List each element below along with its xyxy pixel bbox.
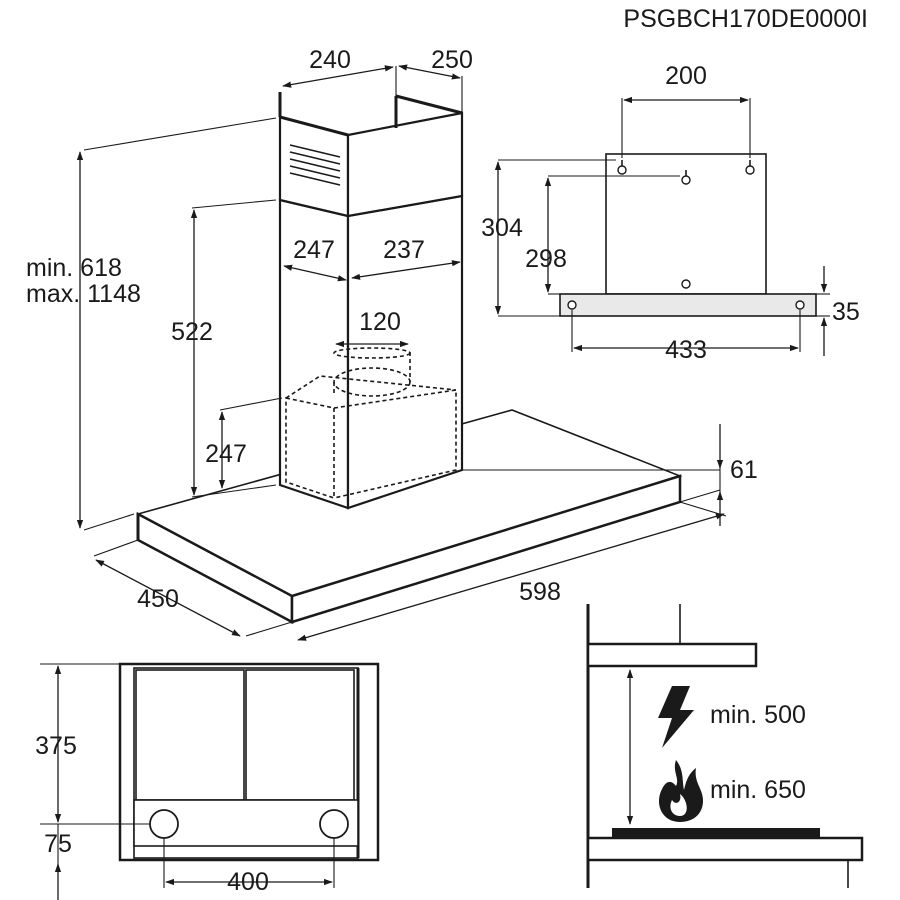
bracket-inner-height-label: 298 [525,245,567,273]
lower-hole-spacing-label: 433 [665,336,707,364]
bracket-view: 200 304 298 433 35 [481,62,860,364]
filter-right [245,669,355,801]
bottom-view: 375 75 400 [35,662,380,900]
main-hood-view: 240 250 247 237 120 247 min. 618 max. 11… [26,46,758,641]
hood-depth-label: 450 [137,585,179,613]
model-code: PSGBCH170DE0000I [623,5,868,33]
lightning-icon [658,686,694,748]
flame-icon [658,760,704,822]
hood-depth-dim [95,559,241,637]
hood-width-label: 598 [519,578,561,606]
bracket-base [559,293,817,317]
vent-grille [289,144,341,186]
keyhole-slots [567,160,805,310]
duct-box-hidden [285,347,457,500]
top-depth-dim [282,65,394,88]
bracket-outer-height-label: 304 [481,214,523,242]
chimney-width-dim [351,260,461,280]
top-width-dim [398,64,461,80]
chimney-depth-dim [283,264,347,282]
mount-hole-left [149,809,179,839]
worktop-section [586,836,864,862]
hob-surface [612,828,820,838]
bottom-hole-spacing-label: 400 [227,868,269,896]
chimney-width-label: 237 [383,236,425,264]
lower-offset-label: 35 [832,298,860,326]
chimney-top-width-label: 250 [431,46,473,74]
total-height-min-label: min. 618 [26,254,122,282]
canopy-thickness-label: 61 [730,456,758,484]
chimney-upper-front [346,111,464,218]
upper-height-label: 522 [171,318,213,346]
gas-clearance-label: min. 650 [710,776,806,804]
hood-section [586,642,758,668]
bottom-hole-offset-label: 75 [44,830,72,858]
clearance-view: min. 500 min. 650 [586,604,864,888]
chimney-depth-label: 247 [293,236,335,264]
mount-hole-right [319,809,349,839]
chimney-top-depth-label: 240 [309,46,351,74]
hood-width-dim [297,513,725,641]
filter-left [135,669,245,801]
hole-spacing-label: 200 [665,62,707,90]
electric-clearance-label: min. 500 [710,701,806,729]
total-height-max-label: max. 1148 [26,280,141,308]
duct-box-height-label: 247 [205,440,247,468]
outlet-diameter-label: 120 [359,308,401,336]
bottom-depth-label: 375 [35,732,77,760]
